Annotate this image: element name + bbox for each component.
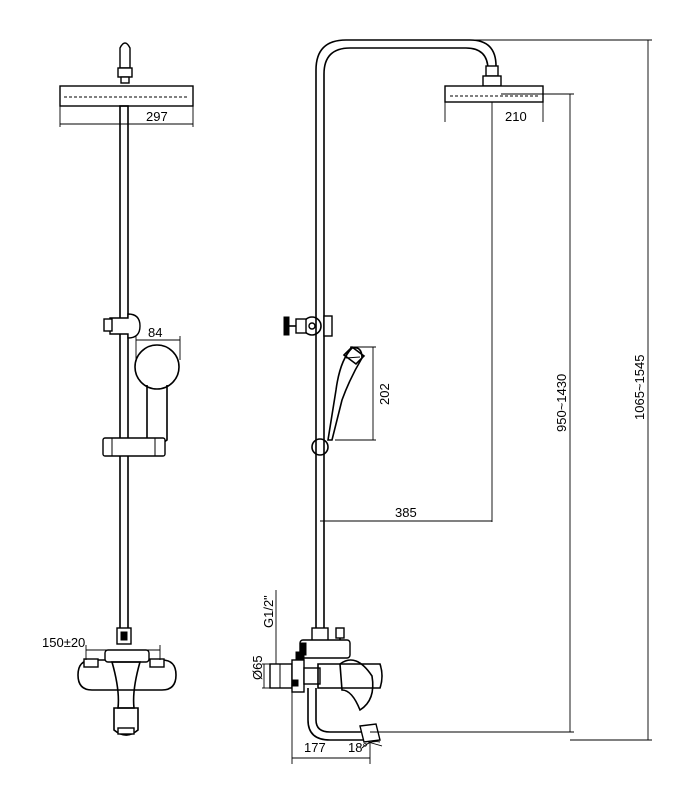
front-upper-clamp xyxy=(109,313,141,339)
head-height-range-label: 950~1430 xyxy=(554,374,569,432)
hand-shower-length-label: 202 xyxy=(377,383,392,405)
front-finial-nut xyxy=(117,67,133,78)
spout-angle-label: 18° xyxy=(348,740,368,755)
front-mixer-lever xyxy=(110,661,142,709)
side-mixer-lever xyxy=(339,659,374,712)
side-mixer-assembly xyxy=(269,627,383,743)
arm-reach-label: 385 xyxy=(395,505,417,520)
side-slide-holder xyxy=(311,438,329,456)
front-head-width-label: 297 xyxy=(146,109,168,124)
inlet-thread-label: G1/2" xyxy=(261,595,276,628)
side-riser-and-arm xyxy=(315,39,497,630)
side-upper-clamp xyxy=(283,315,333,337)
total-height-range-label: 1065~1545 xyxy=(632,355,647,420)
front-view: 84 297 150±20 xyxy=(42,42,194,736)
front-rain-head xyxy=(59,85,194,107)
inlet-diameter-label: Ø65 xyxy=(250,655,265,680)
front-hand-shower-width-label: 84 xyxy=(148,325,162,340)
side-head-width-label: 210 xyxy=(505,109,527,124)
side-hand-shower xyxy=(327,345,366,441)
front-spout xyxy=(113,707,139,736)
front-mixer-body xyxy=(77,649,177,736)
front-riser-pipe xyxy=(119,105,129,632)
wall-to-spout-label: 177 xyxy=(304,740,326,755)
front-hand-shower xyxy=(134,344,180,445)
front-slide-holder xyxy=(102,437,166,457)
side-view: 210 202 385 xyxy=(250,39,652,764)
inlet-spacing-label: 150±20 xyxy=(42,635,85,650)
front-top-finial xyxy=(119,42,131,69)
